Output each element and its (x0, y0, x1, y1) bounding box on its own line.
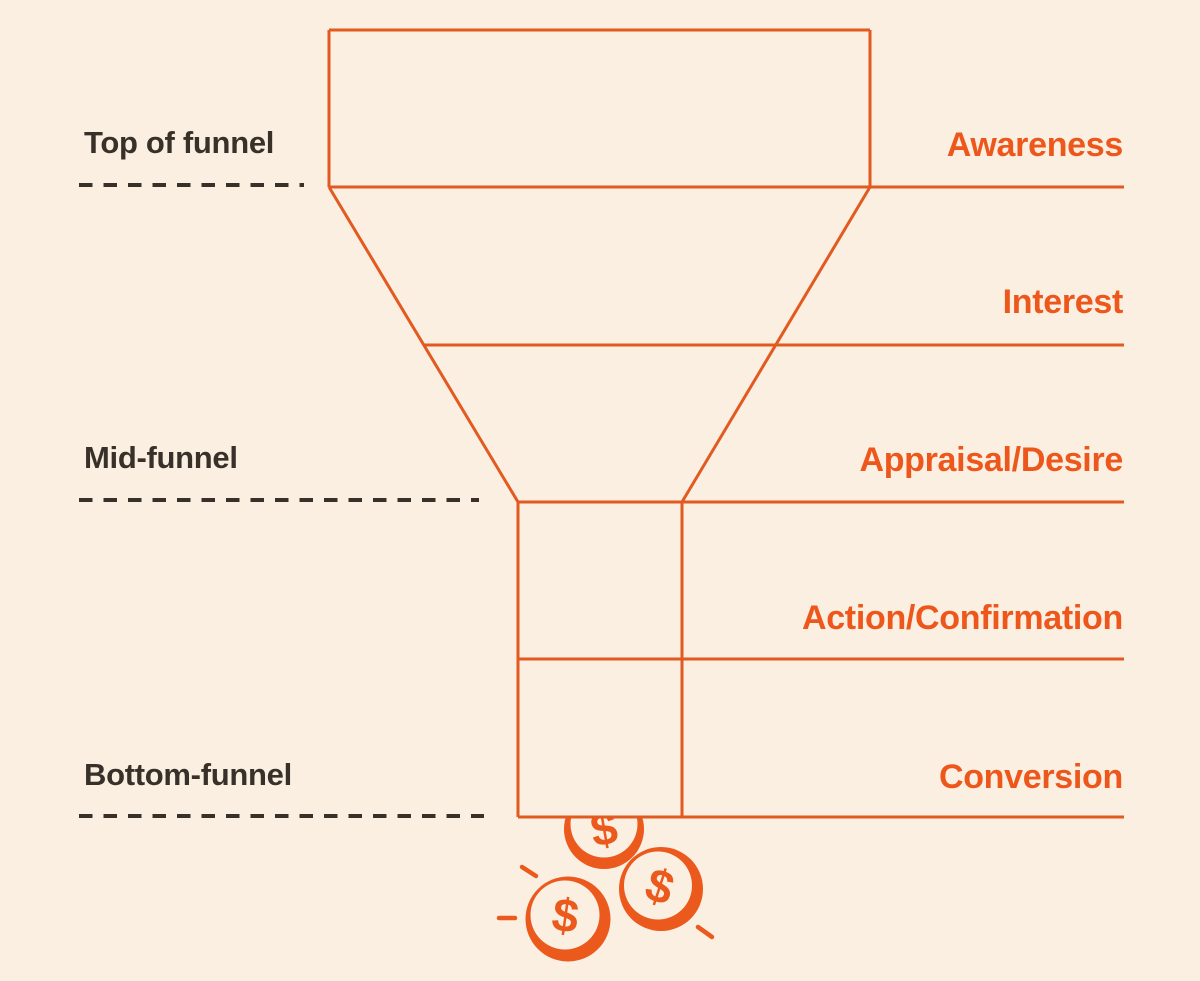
stage-label-action-confirmation: Action/Confirmation (801, 599, 1123, 637)
section-label-bottom-funnel: Bottom-funnel (84, 757, 292, 792)
coin-face (624, 851, 692, 920)
funnel-left-slant (327, 186, 520, 503)
stage-label-awareness: Awareness (946, 126, 1124, 164)
dollar-coin-icon: $ (619, 847, 703, 931)
stage-label-interest: Interest (1002, 283, 1124, 321)
section-label-top-of-funnel: Top of funnel (84, 125, 275, 160)
sparkle-dash-icon (519, 864, 539, 879)
section-label-mid-funnel: Mid-funnel (84, 440, 238, 475)
coin-face (530, 880, 600, 950)
dollar-coin-icon: $ (525, 876, 611, 962)
stage-label-appraisal-desire: Appraisal/Desire (859, 441, 1123, 479)
sparkle-dash-icon (695, 924, 715, 940)
stage-label-conversion: Conversion (938, 758, 1123, 796)
